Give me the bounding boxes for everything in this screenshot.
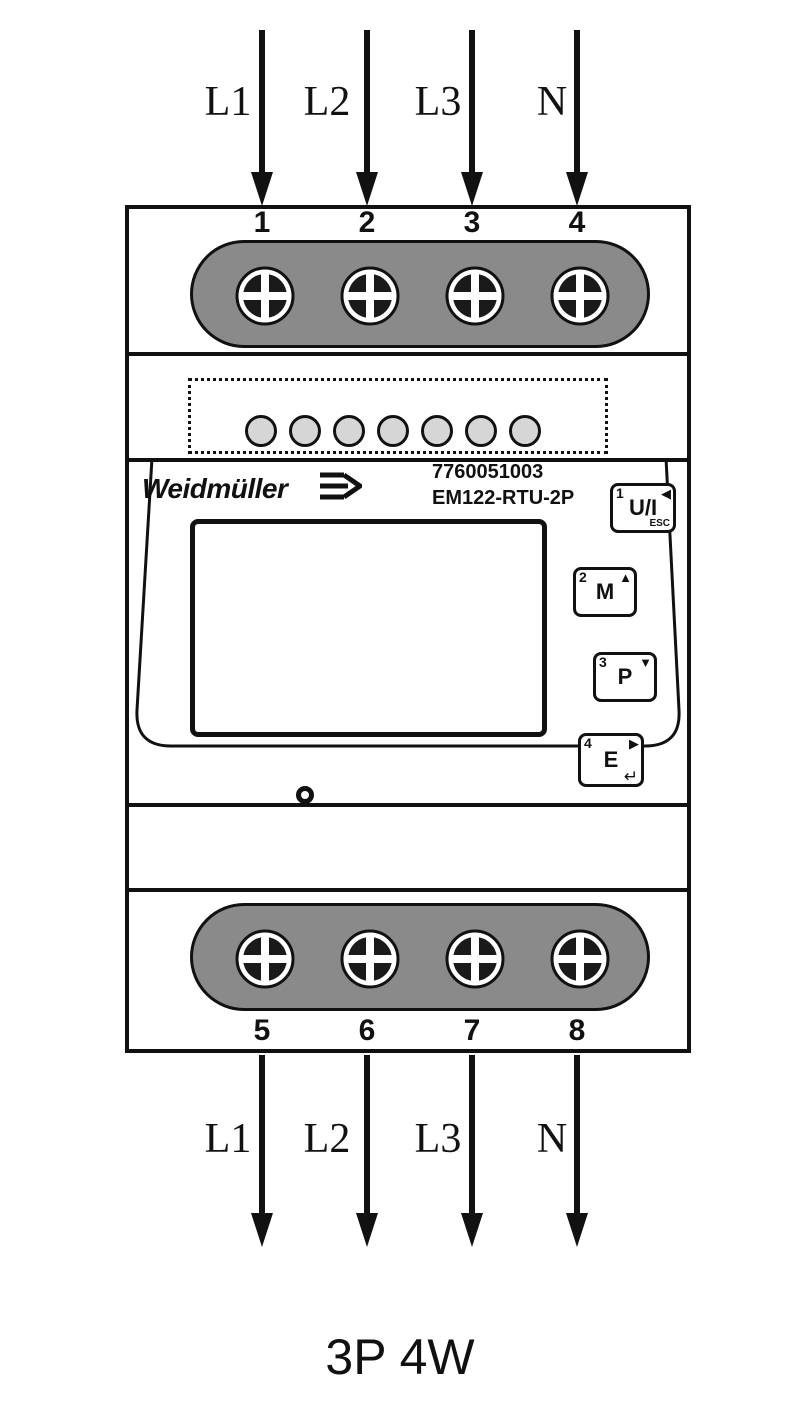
phase-label: L1: [204, 79, 252, 125]
terminal-block-top: [190, 240, 650, 348]
terminal-number: 2: [358, 206, 376, 239]
incoming-wire-n: [574, 30, 580, 175]
brand-logo-text: Weidmüller: [142, 473, 288, 504]
divider: [127, 888, 689, 892]
model-number: EM122-RTU-2P: [432, 487, 575, 509]
weidmueller-logo-icon: [320, 472, 362, 500]
outgoing-wire-n: [574, 1055, 580, 1215]
status-led: [296, 786, 314, 804]
screw-terminal-icon: [550, 266, 610, 326]
button-sub-label: ESC: [649, 518, 670, 529]
phase-label: N: [536, 1116, 568, 1162]
terminal-number: 3: [463, 206, 481, 239]
terminal-number: 4: [568, 206, 586, 239]
phase-label: L1: [204, 1116, 252, 1162]
lcd-display: [190, 519, 547, 737]
led-indicator: [289, 415, 321, 447]
screw-terminal-icon: [340, 929, 400, 989]
arrow-down-icon: [251, 1213, 273, 1247]
arrow-down-icon: [566, 1213, 588, 1247]
button-ui-esc: 1 U/I ◀ ESC: [610, 483, 676, 533]
led-window: [188, 378, 608, 454]
button-e: 4 E ▶ ↵: [578, 733, 644, 787]
wiring-caption: 3P 4W: [325, 1329, 475, 1385]
button-label: U/I: [628, 495, 658, 520]
terminal-number: 6: [358, 1014, 376, 1047]
arrow-down-icon: [461, 172, 483, 206]
divider: [127, 352, 689, 356]
arrow-right-icon: ▶: [629, 736, 639, 751]
enter-icon: ↵: [623, 767, 638, 786]
arrow-down-icon: ▼: [639, 655, 652, 670]
part-number: 7760051003: [432, 461, 544, 483]
outgoing-wire-l2: [364, 1055, 370, 1215]
incoming-wire-l3: [469, 30, 475, 175]
led-indicator: [509, 415, 541, 447]
button-label: E: [603, 747, 619, 772]
terminal-number: 1: [253, 206, 271, 239]
arrow-down-icon: [566, 172, 588, 206]
phase-label: L2: [303, 79, 351, 125]
button-label: M: [595, 579, 615, 604]
divider: [127, 803, 689, 807]
phase-label: L2: [303, 1116, 351, 1162]
divider: [127, 458, 689, 462]
terminal-number: 8: [568, 1014, 586, 1047]
button-m: 2 M ▲: [573, 567, 637, 617]
terminal-number: 7: [463, 1014, 481, 1047]
incoming-wire-l2: [364, 30, 370, 175]
screw-terminal-icon: [445, 929, 505, 989]
button-index: 1: [616, 485, 624, 501]
incoming-wire-l1: [259, 30, 265, 175]
led-indicator: [377, 415, 409, 447]
screw-terminal-icon: [550, 929, 610, 989]
button-index: 2: [579, 569, 587, 585]
terminal-number: 5: [253, 1014, 271, 1047]
front-face-outline: [135, 458, 681, 748]
led-indicator: [333, 415, 365, 447]
phase-label: L3: [414, 79, 462, 125]
arrow-down-icon: [356, 1213, 378, 1247]
arrow-down-icon: [356, 172, 378, 206]
arrow-up-icon: ▲: [619, 570, 632, 585]
phase-label: L3: [414, 1116, 462, 1162]
arrow-left-icon: ◀: [661, 486, 671, 501]
led-indicator: [465, 415, 497, 447]
led-indicator: [245, 415, 277, 447]
screw-terminal-icon: [445, 266, 505, 326]
screw-terminal-icon: [340, 266, 400, 326]
button-p: 3 P ▼: [593, 652, 657, 702]
outgoing-wire-l1: [259, 1055, 265, 1215]
arrow-down-icon: [461, 1213, 483, 1247]
arrow-down-icon: [251, 172, 273, 206]
button-label: P: [617, 664, 633, 689]
screw-terminal-icon: [235, 266, 295, 326]
button-index: 3: [599, 654, 607, 670]
terminal-block-bottom: [190, 903, 650, 1011]
button-index: 4: [584, 735, 592, 751]
outgoing-wire-l3: [469, 1055, 475, 1215]
phase-label: N: [536, 79, 568, 125]
led-indicator: [421, 415, 453, 447]
screw-terminal-icon: [235, 929, 295, 989]
